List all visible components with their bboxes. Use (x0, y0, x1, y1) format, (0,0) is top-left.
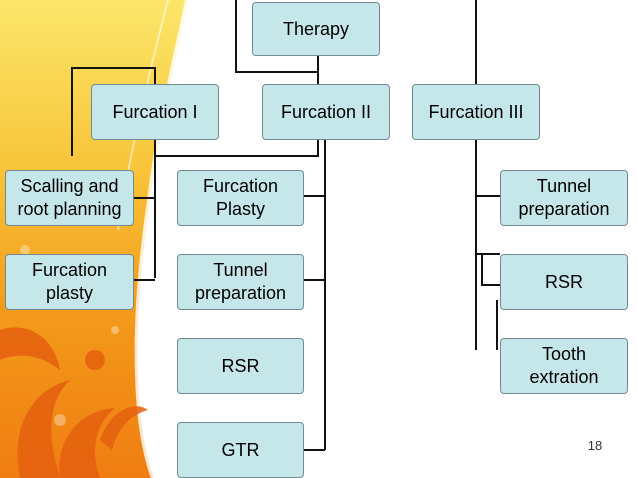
node-furcation-plasty-2: Furcation Plasty (177, 170, 304, 226)
node-label: Scalling and root planning (17, 176, 122, 219)
node-label: Furcation II (280, 101, 372, 122)
node-label: Tooth extration (529, 344, 599, 387)
node-rsr-3: RSR (500, 254, 628, 310)
node-label: RSR (221, 355, 260, 376)
node-label: Therapy (282, 18, 350, 39)
node-label: Furcation III (428, 101, 524, 122)
node-label: GTR (221, 439, 260, 460)
node-furcation-1: Furcation I (91, 84, 219, 140)
node-tunnel-preparation-2: Tunnel preparation (177, 254, 304, 310)
node-label: Furcation I (112, 101, 198, 122)
node-label: Tunnel preparation (194, 260, 287, 303)
node-furcation-plasty-1: Furcation plasty (5, 254, 134, 310)
node-tunnel-preparation-3: Tunnel preparation (500, 170, 628, 226)
root-node-therapy: Therapy (252, 2, 380, 56)
node-tooth-extration-3: Tooth extration (500, 338, 628, 394)
node-label: Furcation Plasty (202, 176, 279, 219)
node-furcation-3: Furcation III (412, 84, 540, 140)
node-furcation-2: Furcation II (262, 84, 390, 140)
node-label: Tunnel preparation (518, 176, 610, 219)
node-rsr-2: RSR (177, 338, 304, 394)
slide-number: 18 (587, 438, 603, 453)
node-label: RSR (544, 271, 583, 292)
node-scalling-root-planning: Scalling and root planning (5, 170, 134, 226)
node-gtr-2: GTR (177, 422, 304, 478)
node-label: Furcation plasty (31, 260, 108, 303)
floral-swirl-icon (0, 293, 148, 478)
